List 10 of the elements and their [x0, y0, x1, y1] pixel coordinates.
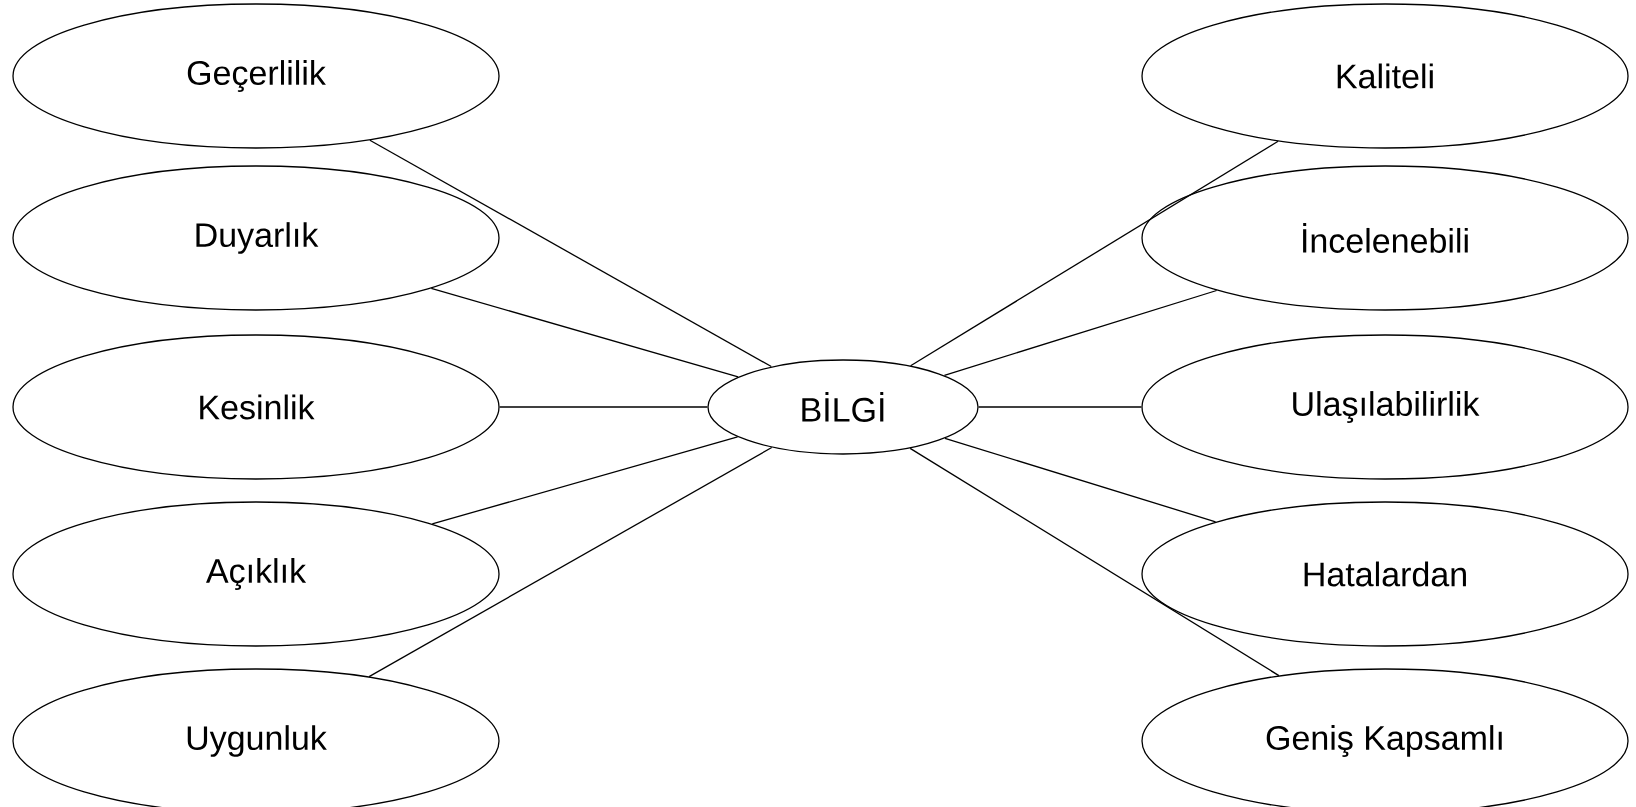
connector-line [943, 289, 1218, 376]
connector-line [430, 287, 739, 378]
connector-line [431, 436, 739, 525]
connector-line [909, 447, 1280, 677]
connector-line [910, 140, 1279, 367]
connector-line [369, 139, 772, 368]
connector-line [944, 437, 1217, 523]
connector-line [978, 406, 1142, 408]
connector-line [499, 406, 708, 408]
connector-line [368, 446, 773, 678]
